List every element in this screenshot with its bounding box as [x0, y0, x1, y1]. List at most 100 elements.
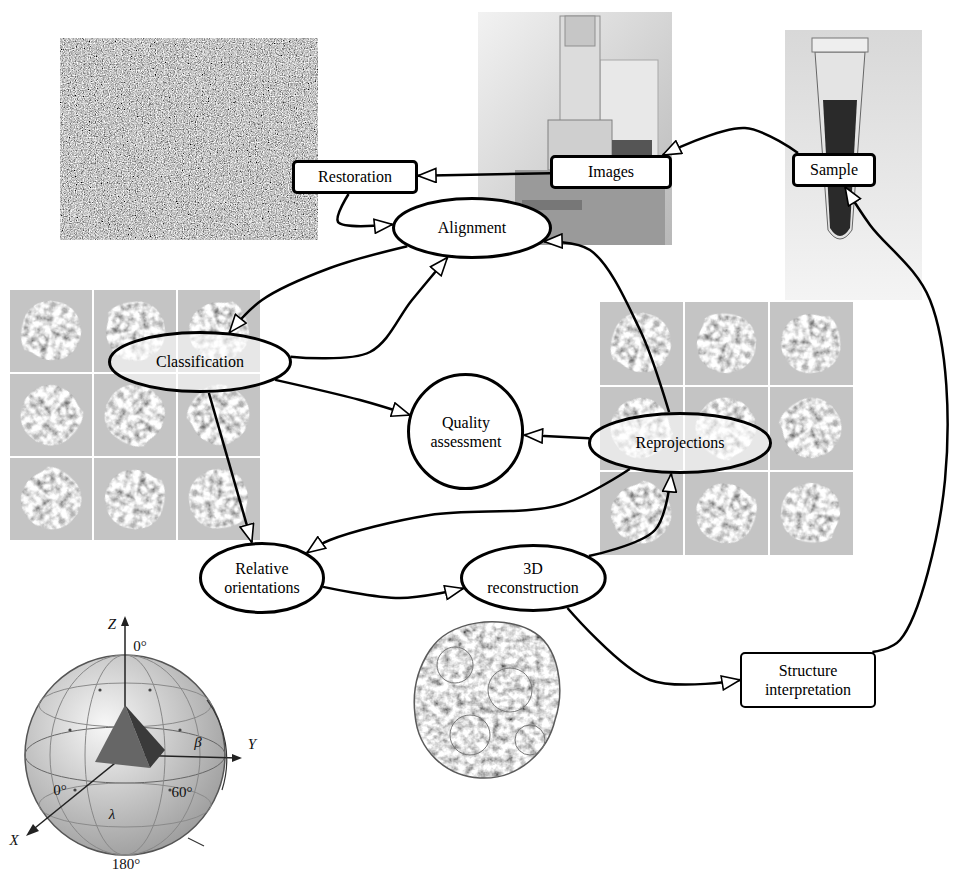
node-label: Quality assessment: [430, 413, 501, 451]
node-outline-shape: [201, 544, 324, 613]
flow-arrow: [663, 128, 798, 155]
axis-label: 180°: [112, 856, 141, 873]
art-rect: [770, 387, 853, 470]
text-block: Sample: [810, 160, 858, 179]
art-circle: [98, 688, 101, 691]
art-rect: [685, 472, 768, 555]
node-label: Classification: [156, 352, 244, 371]
node-label: Alignment: [438, 218, 506, 237]
axis-label: X: [9, 832, 18, 849]
node-label: Reprojections: [636, 433, 725, 452]
art-use: [100, 465, 169, 534]
art-path: [207, 700, 227, 790]
art-use: [414, 622, 559, 778]
step-ellipse: Alignment: [392, 197, 552, 259]
art-use: [9, 373, 93, 457]
art-rect: [685, 302, 768, 385]
art-circle: [515, 725, 545, 755]
step-ellipse: Relative orientations: [199, 542, 325, 614]
node-outline-shape: [394, 199, 551, 258]
flow-arrow: [323, 587, 463, 598]
axis-label: Y: [248, 736, 256, 753]
text-block: Structure interpretation: [765, 661, 851, 699]
art-use: [9, 458, 93, 542]
step-ellipse: 3D reconstruction: [460, 544, 607, 612]
art-circle: [168, 788, 171, 791]
art-use: [605, 306, 678, 379]
art-rect: [560, 16, 600, 136]
flow-arrow: [337, 194, 392, 226]
art-path: [815, 52, 865, 239]
art-rect: [94, 458, 176, 540]
text-block: Relative orientations: [224, 559, 300, 597]
hub-circle: Quality assessment: [407, 373, 524, 490]
art-use: [414, 622, 559, 778]
node-label: 3D reconstruction: [487, 559, 579, 597]
art-use: [694, 311, 758, 376]
process-box: Restoration: [292, 160, 418, 194]
axis-label: λ: [109, 806, 116, 823]
class-average-grid: [8, 288, 264, 542]
step-ellipse: Classification: [108, 331, 292, 393]
noisy-micrograph: [60, 38, 318, 240]
node-label: Structure interpretation: [765, 661, 851, 699]
flow-arrow: [845, 187, 947, 652]
flow-arrow: [291, 258, 448, 359]
node-label: Relative orientations: [224, 559, 300, 597]
art-circle: [488, 668, 532, 712]
art-circle: [450, 715, 490, 755]
text-block: Alignment: [438, 218, 506, 237]
art-polygon: [125, 705, 165, 768]
art-path: [188, 838, 204, 846]
flow-arrow: [209, 393, 252, 543]
art-path: [121, 616, 129, 626]
flow-arrow: [418, 173, 550, 176]
art-rect: [8, 288, 264, 542]
text-block: Classification: [156, 352, 244, 371]
art-rect: [770, 302, 853, 385]
node-outline-shape: [110, 333, 291, 392]
text-block: Restoration: [318, 167, 392, 186]
axis-label: β: [194, 734, 201, 751]
art-rect: [812, 38, 868, 52]
orientation-sphere: [25, 616, 242, 855]
flow-arrow: [275, 380, 410, 415]
text-block: Reprojections: [636, 433, 725, 452]
text-block: Quality assessment: [430, 413, 501, 451]
process-box: Structure interpretation: [740, 652, 876, 708]
art-circle: [178, 728, 181, 731]
art-rect: [770, 472, 853, 555]
node-outline: [460, 544, 607, 612]
flow-arrow: [544, 241, 669, 412]
art-circle: [437, 647, 473, 683]
art-use: [687, 475, 763, 551]
text-block: Images: [588, 162, 634, 181]
axis-label: 0°: [133, 638, 147, 655]
step-ellipse: Reprojections: [588, 412, 772, 474]
flow-arrow: [229, 246, 407, 332]
flow-arrow: [589, 474, 671, 556]
art-use: [770, 387, 853, 470]
node-label: Sample: [810, 160, 858, 179]
art-line: [30, 755, 125, 832]
axis-label: 0°: [53, 782, 67, 799]
flow-arrow: [524, 435, 589, 438]
density-map: [414, 622, 559, 778]
art-use: [184, 464, 253, 533]
node-outline-shape: [590, 414, 771, 473]
node-label: Restoration: [318, 167, 392, 186]
process-box: Images: [550, 155, 672, 189]
art-rect: [565, 16, 595, 46]
art-path: [26, 824, 39, 836]
art-rect: [600, 302, 683, 385]
node-outline-shape: [461, 546, 605, 611]
art-circle: [148, 688, 151, 691]
node-outline-shape: [409, 375, 523, 489]
flow-arrow: [567, 608, 740, 685]
art-use: [778, 480, 842, 545]
node-outline: [199, 542, 325, 614]
axis-label: 60°: [172, 784, 193, 801]
